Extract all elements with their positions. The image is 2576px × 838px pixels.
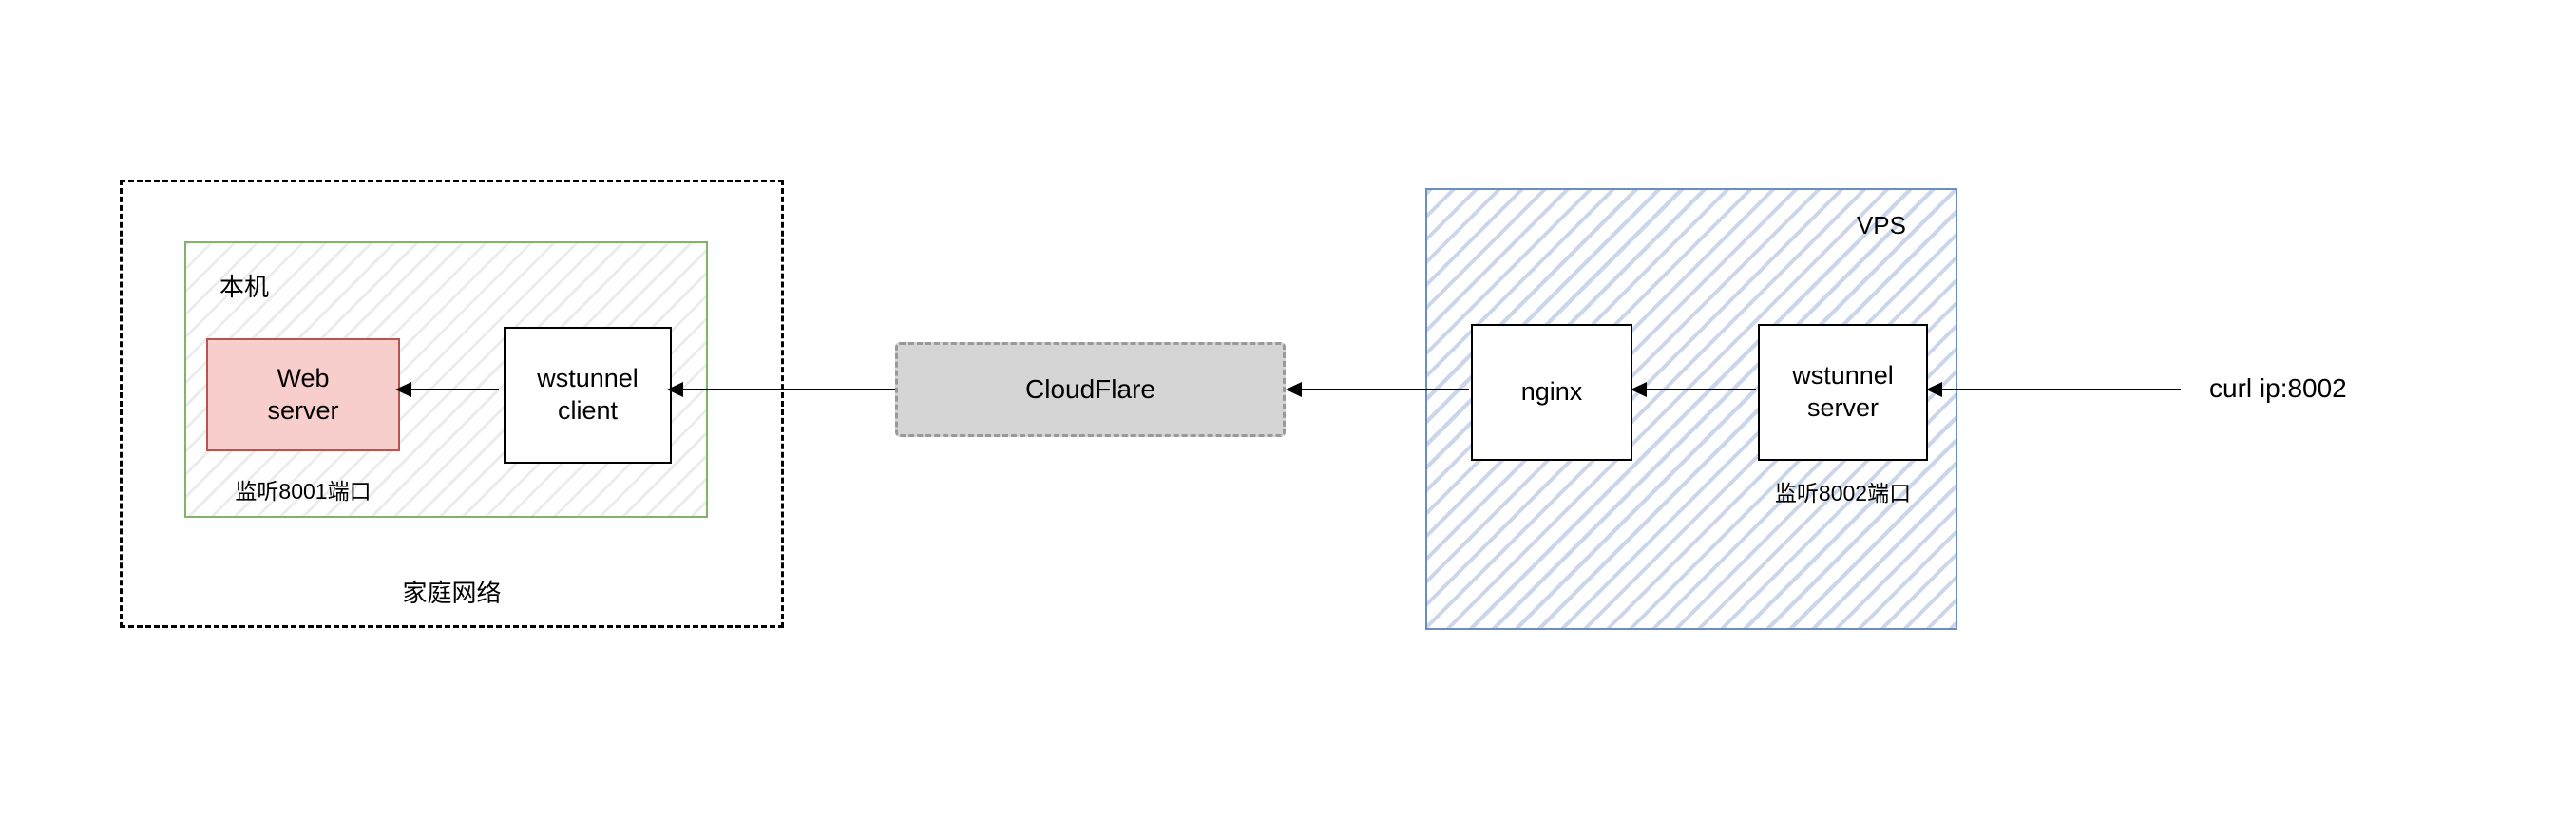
web-server-port-caption: 监听8001端口 (235, 479, 372, 504)
arrow-curl-to-wstunnel-server (1926, 382, 2181, 397)
arrow-wstunnel-server-to-nginx (1631, 382, 1756, 397)
arrow-cloudflare-to-wstunnel-client (667, 382, 895, 397)
nginx-node: nginx (1471, 324, 1632, 461)
local-machine-label: 本机 (219, 273, 270, 301)
arrow-nginx-to-cloudflare (1286, 382, 1469, 397)
cloudflare-node: CloudFlare (895, 342, 1286, 437)
home-network-label: 家庭网络 (402, 579, 502, 607)
curl-command-label: curl ip:8002 (2209, 373, 2347, 403)
vps-label: VPS (1856, 211, 1906, 239)
home-network-group: 家庭网络 本机 Web server 监听8001端口 wstunnel cli… (120, 180, 784, 628)
wstunnel-server-node: wstunnel server (1758, 324, 1928, 461)
local-machine-group: 本机 Web server 监听8001端口 wstunnel client (184, 241, 708, 518)
wstunnel-client-node: wstunnel client (504, 327, 672, 464)
vps-group: VPS nginx wstunnel server 监听8002端口 (1425, 188, 1957, 630)
web-server-node: Web server (206, 338, 400, 451)
wstunnel-server-port-caption: 监听8002端口 (1774, 481, 1912, 505)
arrow-wstunnel-client-to-web-server (395, 382, 499, 397)
